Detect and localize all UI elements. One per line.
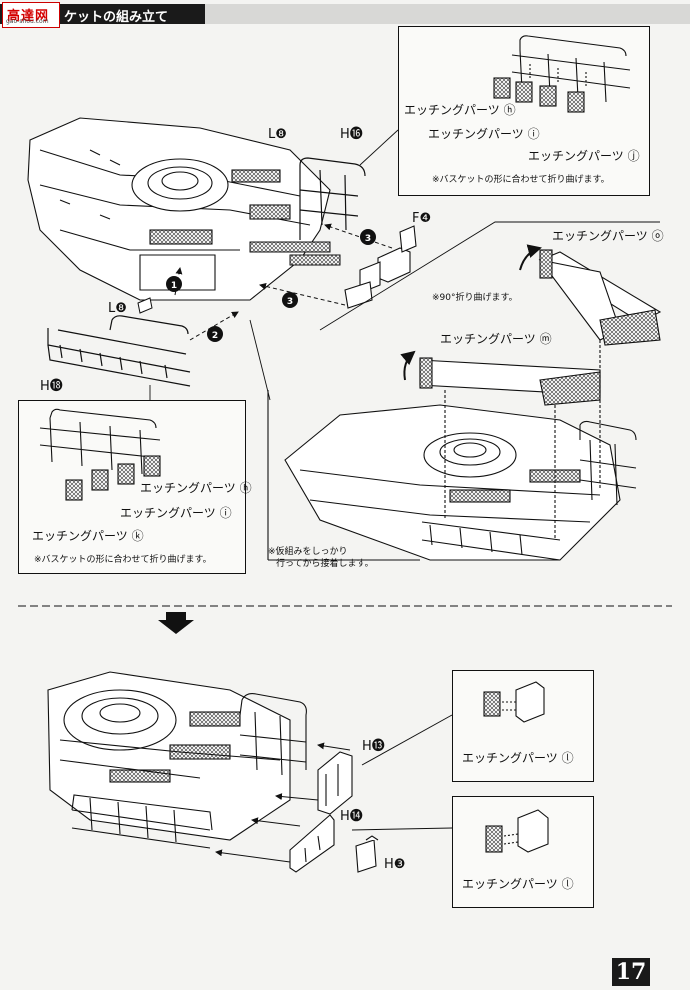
- header-bar: 高達网 gao-shou.com ケットの組み立て: [0, 0, 690, 28]
- step-marker-1: 1: [171, 281, 177, 291]
- label-L8-top: L❽: [268, 127, 287, 142]
- fit-note-line1: ※仮組みをしっかり: [268, 545, 348, 557]
- leader-lines: [149, 129, 660, 401]
- section-title: ケットの組み立て: [64, 10, 169, 25]
- etching-j-label-top: エッチングパーツ ⓙ: [528, 149, 640, 163]
- label-H18: H⓲: [40, 379, 63, 394]
- fit-note-line2: 行ってから接着します。: [276, 557, 374, 569]
- etching-l-label-upper: エッチングパーツ ⓛ: [462, 751, 574, 765]
- callout-etching-l-lower: [452, 796, 594, 908]
- label-H13: H⓭: [362, 739, 385, 754]
- etching-h-label-top: エッチングパーツ ⓗ: [404, 103, 516, 117]
- etching-k-label-bl: エッチングパーツ ⓚ: [32, 529, 144, 543]
- step-marker-3a: 3: [287, 297, 293, 307]
- basket-H16: [299, 157, 366, 240]
- etching-m-label: エッチングパーツ ⓜ: [440, 332, 552, 346]
- header-light-band: [205, 4, 690, 24]
- etching-o-label: エッチングパーツ ⓞ: [552, 229, 664, 243]
- label-H3: H❸: [384, 857, 405, 872]
- label-L8-side: L❽: [108, 301, 127, 316]
- callout-top-right: [398, 26, 650, 196]
- page-number: 17: [612, 958, 650, 986]
- callout-top-right-art: [493, 35, 631, 113]
- basket-fold-note-bl: ※バスケットの形に合わせて折り曲げます。: [34, 553, 212, 565]
- callout-l-lower-art: [485, 809, 549, 853]
- part-F4: [344, 225, 417, 309]
- step-marker-3b: 3: [365, 234, 371, 244]
- basket-H18: [47, 315, 191, 387]
- etching-l-label-lower: エッチングパーツ ⓛ: [462, 877, 574, 891]
- callout-bottom-left: [18, 400, 246, 574]
- label-H14: H⓮: [340, 809, 363, 824]
- down-arrow-icon: [158, 612, 194, 634]
- step-markers: 1 2 3 3: [166, 223, 393, 342]
- basket-fold-note-top: ※バスケットの形に合わせて折り曲げます。: [432, 173, 610, 185]
- bend-90-note: ※90°折り曲げます。: [432, 291, 518, 303]
- step-marker-2: 2: [212, 331, 218, 341]
- part-H14: [289, 814, 335, 873]
- etching-i-label-bl: エッチングパーツ ⓘ: [120, 506, 232, 520]
- side-grate: [249, 241, 341, 266]
- label-H16: H⓰: [340, 127, 363, 142]
- tank-hull-top: [27, 117, 331, 301]
- detail-right-art: [267, 244, 662, 561]
- callout-bottom-left-art: [39, 408, 161, 501]
- tank-hull-bottom: [47, 671, 307, 849]
- etching-i-label-top: エッチングパーツ ⓘ: [428, 127, 540, 141]
- etching-h-label-bl: エッチングパーツ ⓗ: [140, 481, 252, 495]
- logo-text: 高達网: [7, 9, 50, 24]
- site-logo: 高達网 gao-shou.com: [2, 2, 60, 28]
- logo-subtext: gao-shou.com: [6, 18, 49, 25]
- part-H3: [355, 835, 379, 873]
- callout-l-upper-art: [483, 681, 545, 723]
- part-H13: [317, 751, 353, 815]
- label-F4: F❹: [412, 211, 431, 226]
- part-L8-small: [137, 297, 153, 314]
